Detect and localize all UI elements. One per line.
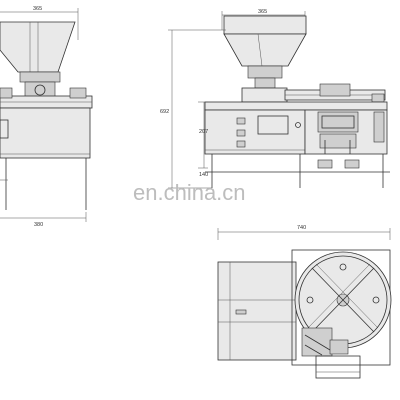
front-machine-body	[0, 107, 91, 159]
side-hopper-top	[223, 15, 307, 35]
top-outlet	[315, 355, 361, 379]
front-hopper	[0, 21, 76, 73]
top-width-dimension-label: 740	[297, 225, 306, 231]
side-hopper-neck	[247, 65, 283, 79]
front-bottom-dimension-label: 380	[34, 222, 43, 228]
side-total-height-label: 692	[160, 109, 169, 115]
side-top-dimension-label: 365	[258, 9, 267, 15]
side-control-box	[204, 109, 306, 155]
front-hopper-neck	[19, 71, 61, 83]
side-base-height-label: 140	[199, 172, 208, 178]
top-rotary-spoke-2	[311, 267, 375, 333]
top-body-plate	[217, 261, 297, 361]
watermark: en.china.cn	[133, 180, 246, 205]
side-view: 365	[160, 9, 390, 189]
front-top-dimension-label: 365	[33, 6, 42, 12]
front-view: 365 380	[0, 6, 93, 228]
side-control-panel	[257, 115, 289, 135]
top-view: 740	[217, 225, 392, 379]
side-mid-height-label: 207	[199, 129, 208, 135]
side-hopper	[223, 33, 307, 67]
